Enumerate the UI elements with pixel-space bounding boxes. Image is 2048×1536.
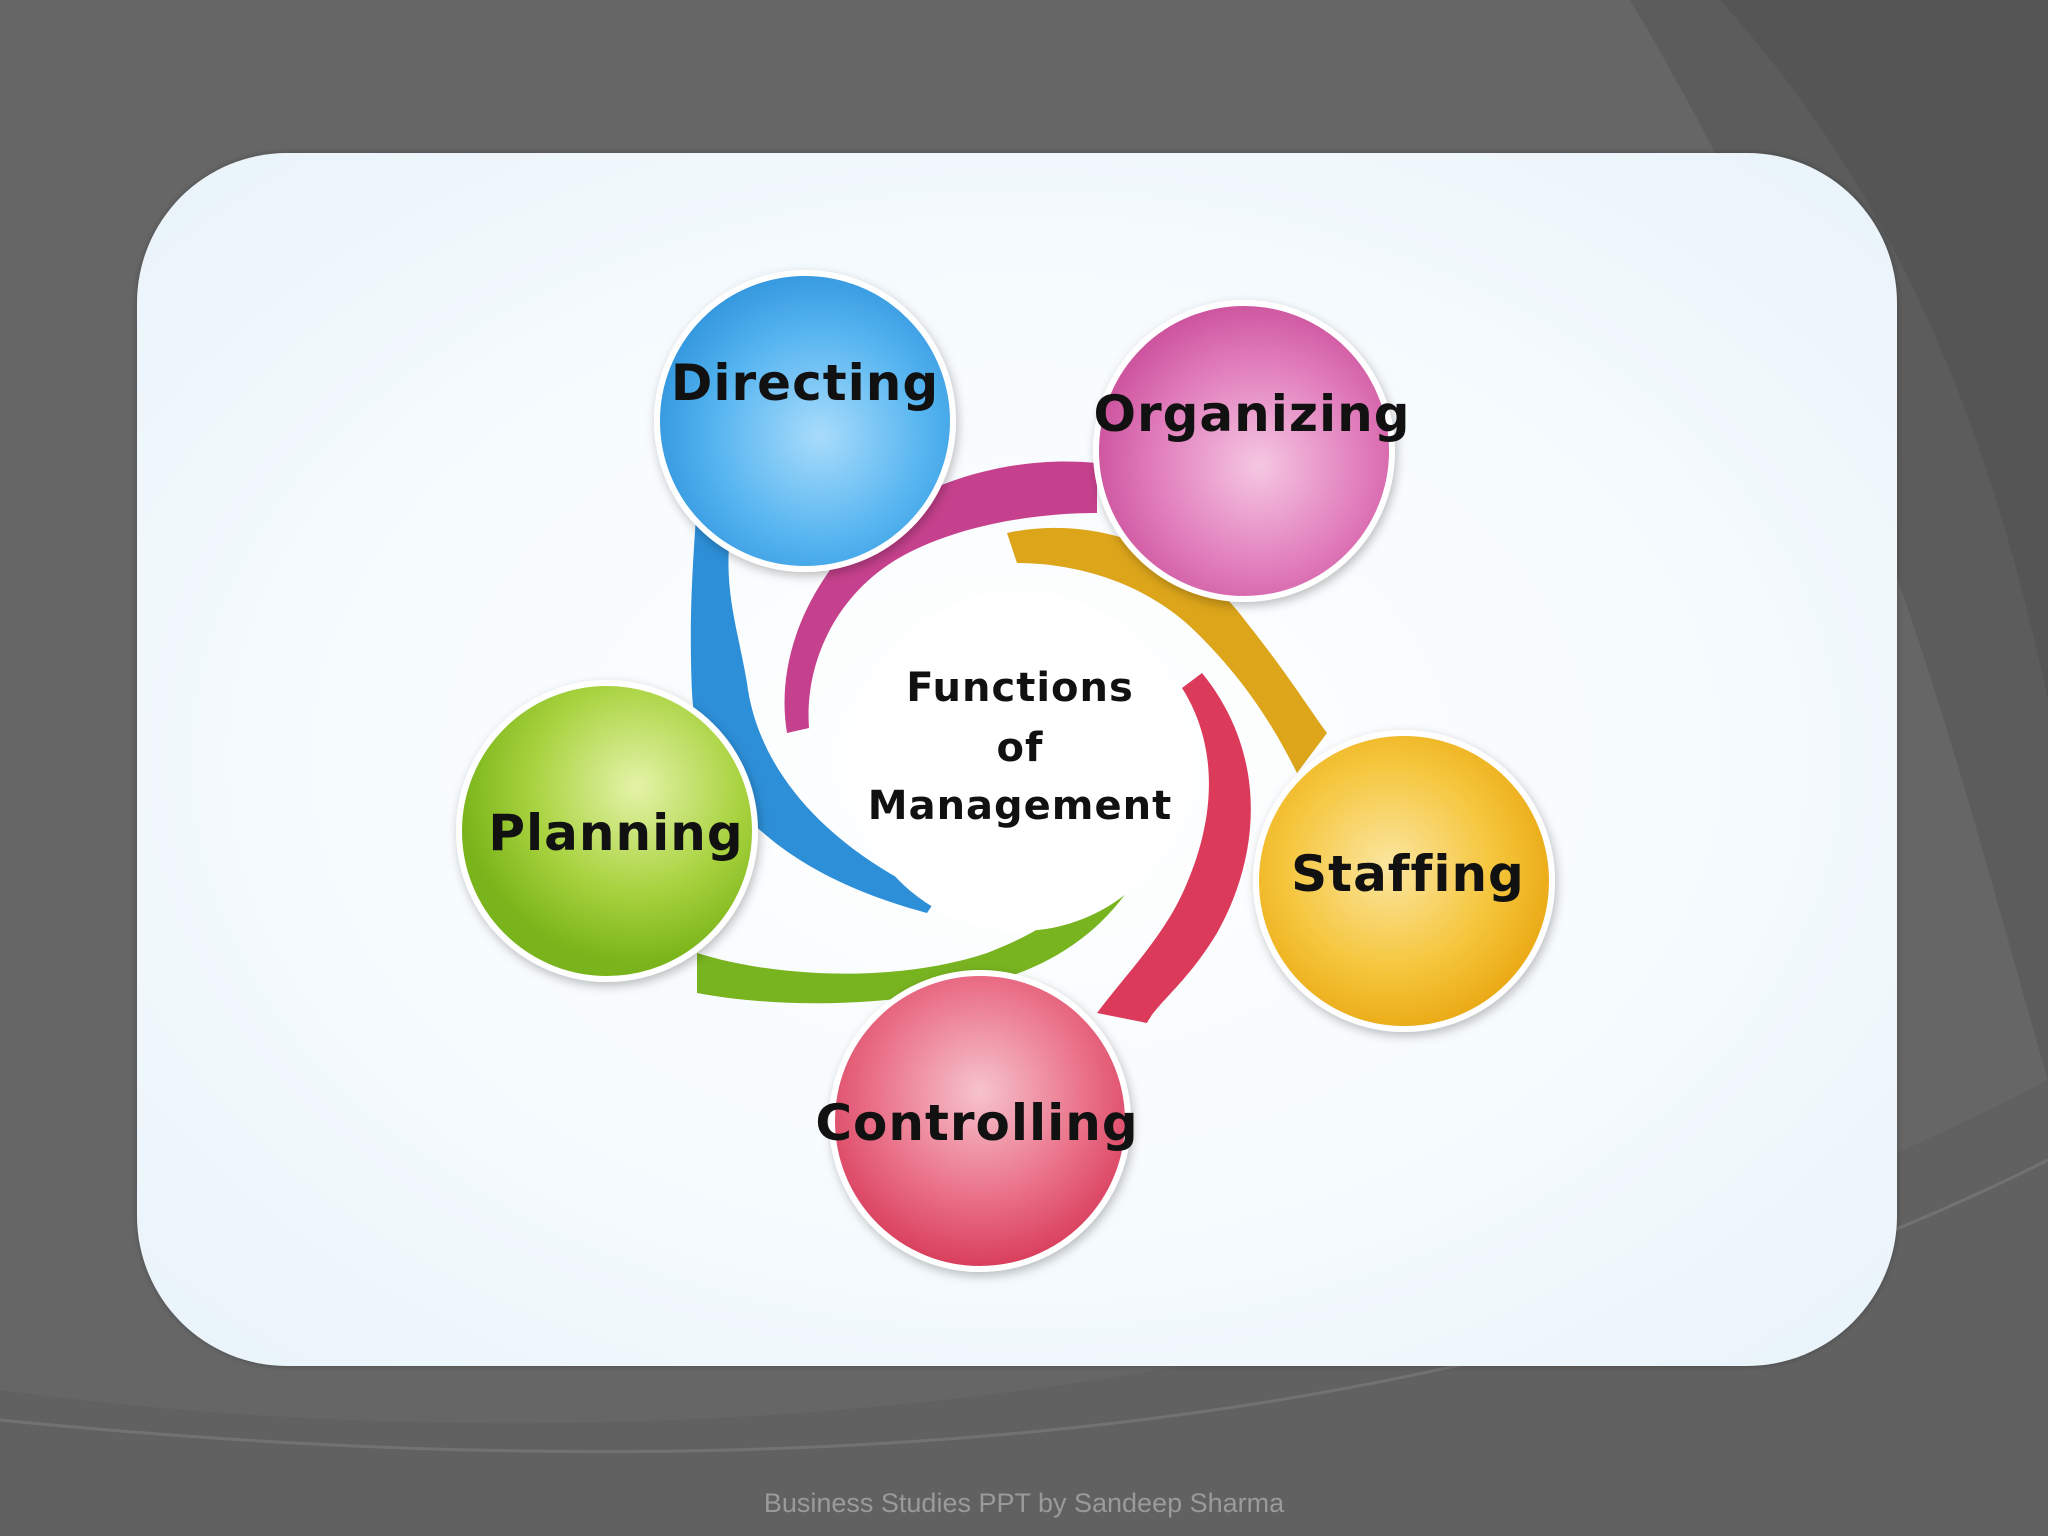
slide-card: Directing Organizing Staffing Controllin…: [137, 153, 1897, 1366]
staffing-bubble: [1253, 730, 1555, 1032]
organizing-arm: [784, 461, 1097, 733]
controlling-label: Controlling: [815, 1094, 1138, 1152]
directing-bubble: [654, 270, 956, 572]
planning-label: Planning: [488, 804, 743, 862]
footer-credit: Business Studies PPT by Sandeep Sharma: [763, 1488, 1285, 1518]
directing-label: Directing: [671, 354, 939, 412]
organizing-label: Organizing: [1093, 385, 1410, 443]
center-label-line-2: of: [997, 725, 1044, 771]
controlling-bubble: [829, 970, 1131, 1272]
functions-diagram: Directing Organizing Staffing Controllin…: [456, 270, 1555, 1272]
center-label-line-1: Functions: [906, 665, 1134, 711]
planning-bubble: [456, 680, 758, 982]
planning-arm: [697, 823, 1152, 1004]
center-label-line-3: Management: [868, 783, 1172, 829]
staffing-label: Staffing: [1291, 845, 1525, 903]
controlling-arm: [1097, 673, 1251, 1023]
center-hub: [850, 591, 1190, 931]
organizing-bubble: [1093, 300, 1395, 602]
